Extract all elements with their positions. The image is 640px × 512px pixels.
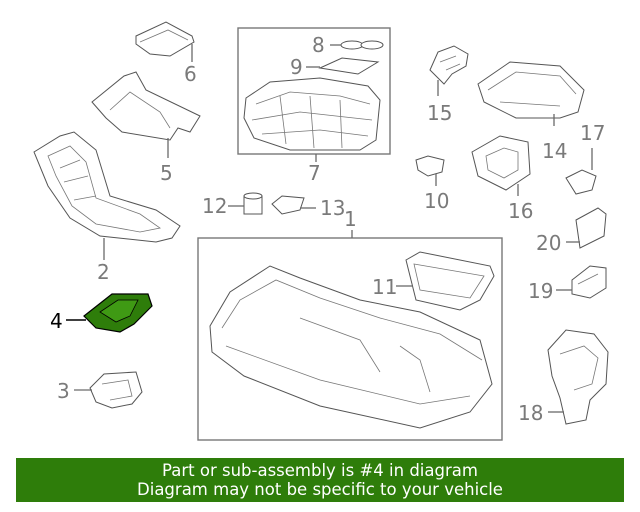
callout-6: 6 — [184, 62, 197, 86]
part-15-cover[interactable] — [429, 45, 469, 85]
callout-20: 20 — [536, 231, 561, 255]
part-5-panel[interactable] — [91, 71, 201, 141]
callout-19: 19 — [528, 279, 553, 303]
part-13-latch[interactable] — [271, 195, 305, 215]
part-14-armrest[interactable] — [477, 61, 585, 119]
info-banner: Part or sub-assembly is #4 in diagram Di… — [16, 458, 624, 502]
banner-line-2: Diagram may not be specific to your vehi… — [137, 480, 503, 499]
callout-18: 18 — [518, 401, 543, 425]
callout-5: 5 — [160, 161, 173, 185]
callout-2: 2 — [97, 260, 110, 284]
subassembly-box-7 — [237, 27, 391, 155]
callout-16: 16 — [508, 199, 533, 223]
part-8-rings[interactable] — [340, 40, 384, 50]
part-11-bin[interactable] — [405, 251, 495, 311]
callout-14: 14 — [542, 139, 567, 163]
part-16-bezel[interactable] — [471, 135, 531, 191]
part-2-bezel[interactable] — [33, 131, 181, 243]
part-4-tray[interactable] — [83, 293, 153, 333]
part-3-bracket[interactable] — [89, 371, 143, 409]
part-17-socket[interactable] — [565, 169, 597, 195]
callout-17: 17 — [580, 121, 605, 145]
part-10-clip[interactable] — [415, 155, 445, 177]
part-20-plate[interactable] — [575, 207, 607, 249]
subassembly-box-1 — [197, 237, 503, 441]
callout-11: 11 — [372, 275, 397, 299]
callout-12: 12 — [202, 194, 227, 218]
part-18-side-trim[interactable] — [547, 329, 609, 425]
part-1-console-body[interactable] — [209, 265, 493, 429]
part-6-lid-pad[interactable] — [135, 21, 195, 57]
callout-8: 8 — [312, 33, 325, 57]
callout-7: 7 — [308, 161, 321, 185]
callout-9: 9 — [290, 55, 303, 79]
part-19-bracket[interactable] — [571, 265, 607, 299]
callout-3: 3 — [57, 379, 70, 403]
callout-13: 13 — [320, 196, 345, 220]
part-9-plate[interactable] — [318, 57, 380, 75]
callout-15: 15 — [427, 101, 452, 125]
banner-line-1: Part or sub-assembly is #4 in diagram — [162, 461, 478, 480]
part-12-cup[interactable] — [243, 192, 263, 215]
part-7-shifter-assembly[interactable] — [243, 77, 381, 151]
callout-10: 10 — [424, 189, 449, 213]
callout-1: 1 — [344, 207, 357, 231]
callout-4: 4 — [50, 309, 63, 333]
